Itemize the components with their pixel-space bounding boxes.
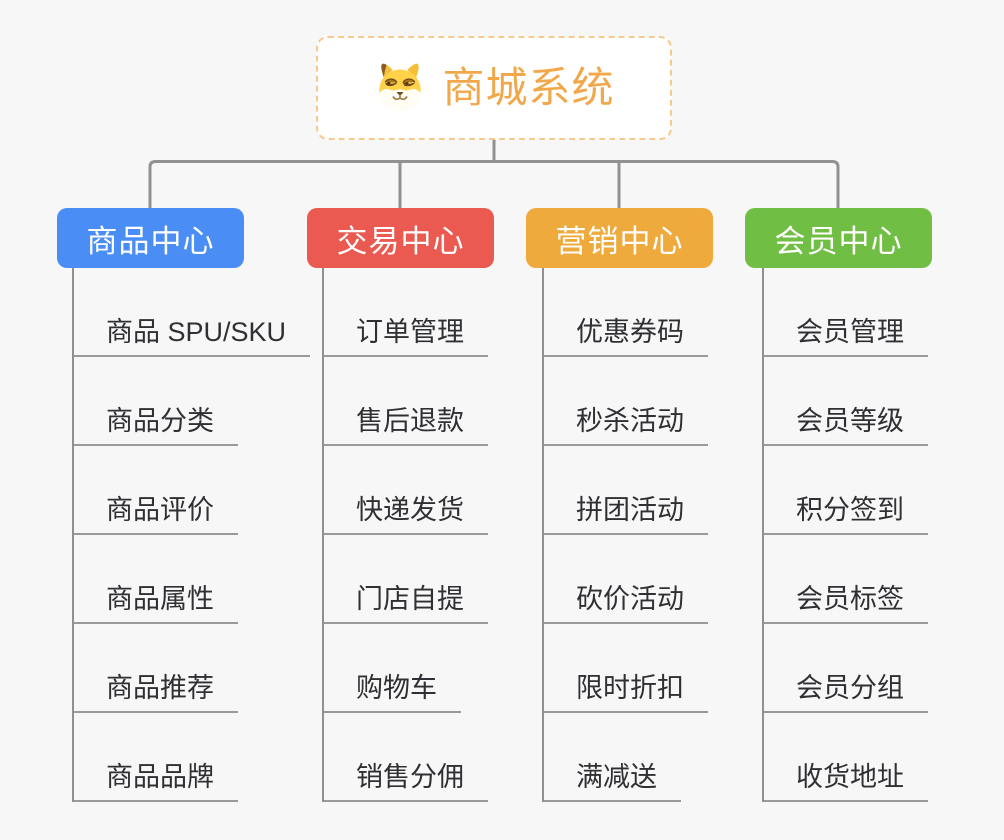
- leaf-item[interactable]: 订单管理: [324, 268, 488, 357]
- leaf-item[interactable]: 快递发货: [324, 446, 488, 535]
- leaf-item[interactable]: 会员标签: [764, 535, 928, 624]
- leaf-item[interactable]: 会员管理: [764, 268, 928, 357]
- leaf-item[interactable]: 商品推荐: [74, 624, 238, 713]
- leaf-item[interactable]: 砍价活动: [544, 535, 708, 624]
- leaf-item[interactable]: 收货地址: [764, 713, 928, 802]
- leaf-item[interactable]: 销售分佣: [324, 713, 488, 802]
- branch-label: 会员中心: [774, 223, 903, 259]
- bus-line: [148, 160, 840, 208]
- doge-icon: [379, 63, 422, 111]
- leaf-item[interactable]: 商品 SPU/SKU: [74, 268, 311, 357]
- branch-header-trade-center[interactable]: 交易中心: [307, 208, 494, 268]
- leaf-item[interactable]: 商品品牌: [74, 713, 238, 802]
- root-title: 商城系统: [442, 64, 615, 111]
- leaf-item[interactable]: 限时折扣: [544, 624, 708, 713]
- leaf-item[interactable]: 门店自提: [324, 535, 488, 624]
- leaf-item[interactable]: 优惠券码: [544, 268, 708, 357]
- branch-children-marketing-center: 优惠券码 秒杀活动 拼团活动 砍价活动 限时折扣 满减送: [542, 268, 708, 802]
- leaf-item[interactable]: 商品属性: [74, 535, 238, 624]
- branch-children-trade-center: 订单管理 售后退款 快递发货 门店自提 购物车 销售分佣: [322, 268, 488, 802]
- branch-label: 商品中心: [86, 223, 215, 259]
- leaf-item[interactable]: 商品评价: [74, 446, 238, 535]
- leaf-item[interactable]: 购物车: [324, 624, 461, 713]
- branch-children-member-center: 会员管理 会员等级 积分签到 会员标签 会员分组 收货地址: [762, 268, 928, 802]
- branch-children-product-center: 商品 SPU/SKU 商品分类 商品评价 商品属性 商品推荐 商品品牌: [72, 268, 311, 802]
- branch-header-member-center[interactable]: 会员中心: [745, 208, 932, 268]
- leaf-item[interactable]: 秒杀活动: [544, 357, 708, 446]
- leaf-item[interactable]: 拼团活动: [544, 446, 708, 535]
- leaf-item[interactable]: 满减送: [544, 713, 681, 802]
- leaf-item[interactable]: 会员等级: [764, 357, 928, 446]
- leaf-item[interactable]: 会员分组: [764, 624, 928, 713]
- leaf-item[interactable]: 售后退款: [324, 357, 488, 446]
- branch-header-product-center[interactable]: 商品中心: [57, 208, 244, 268]
- branch-label: 交易中心: [336, 223, 465, 259]
- leaf-item[interactable]: 商品分类: [74, 357, 238, 446]
- branch-header-marketing-center[interactable]: 营销中心: [526, 208, 713, 268]
- root-node[interactable]: 商城系统: [316, 36, 672, 140]
- branch-label: 营销中心: [555, 223, 684, 259]
- leaf-item[interactable]: 积分签到: [764, 446, 928, 535]
